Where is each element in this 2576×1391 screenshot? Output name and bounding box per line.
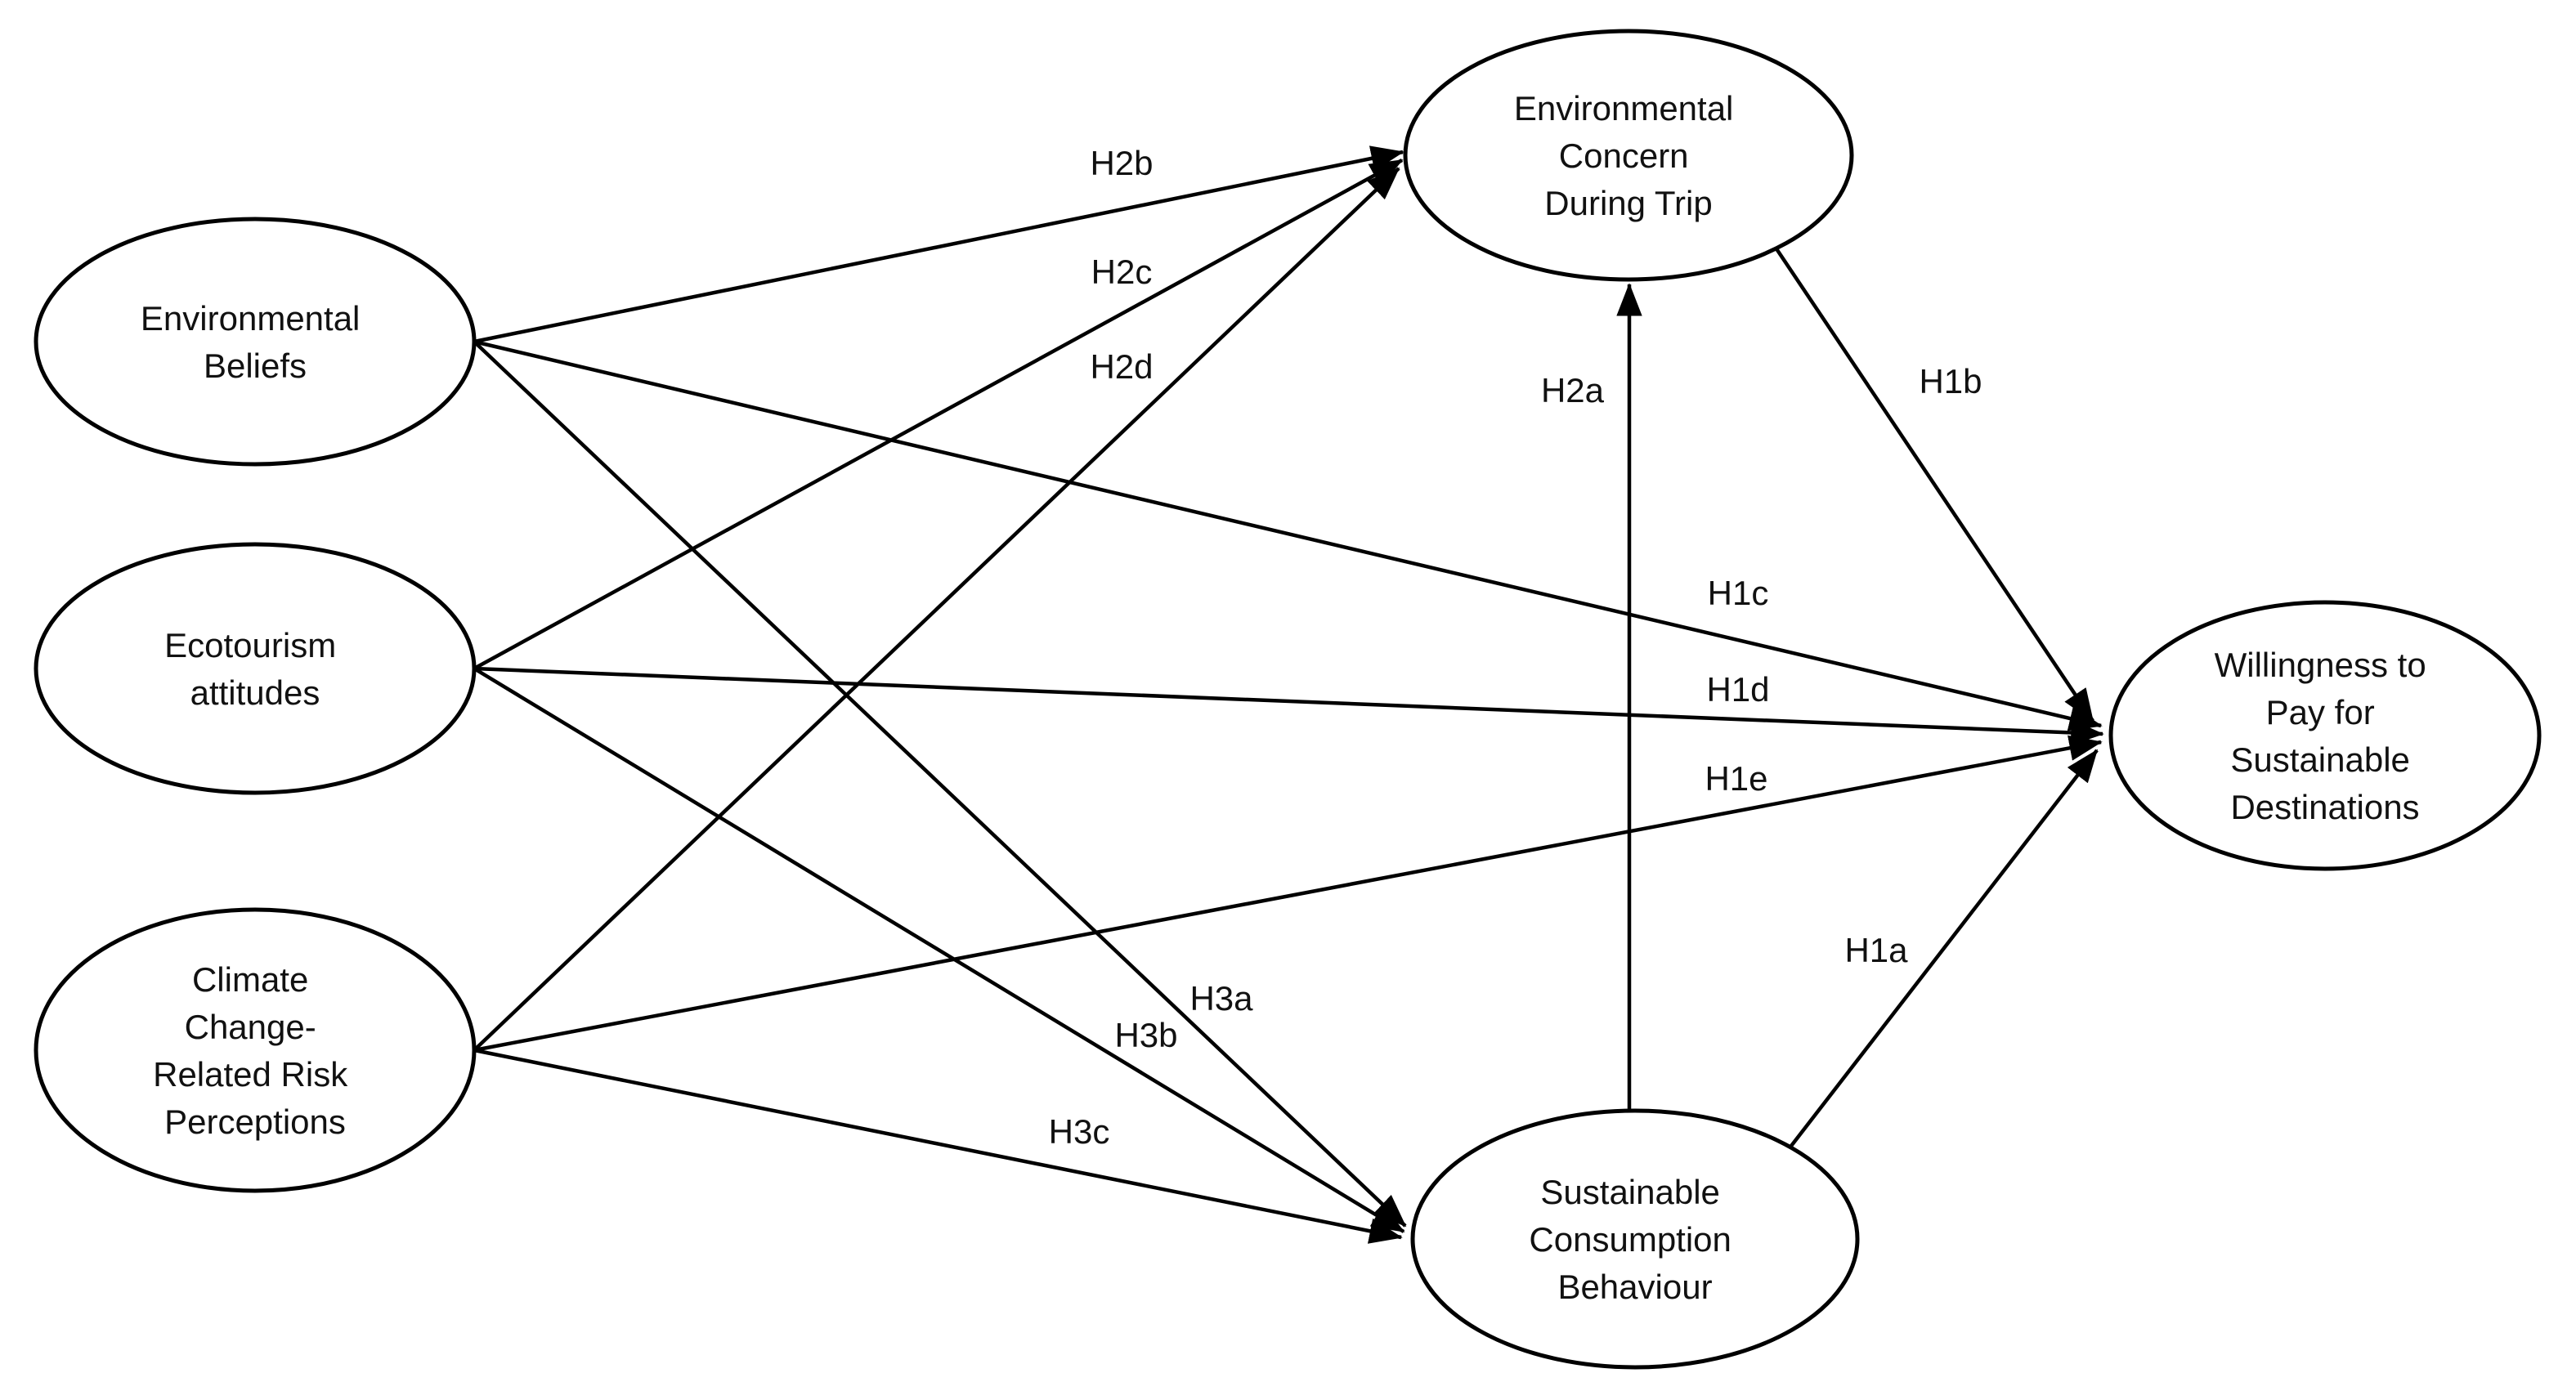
willingness-to-pay-ellipse bbox=[2108, 600, 2542, 871]
node-label-line: Environmental bbox=[141, 299, 360, 338]
edge-h2b-arrow bbox=[473, 145, 1404, 344]
willingness-to-pay-label: Willingness to Pay for Sustainable Desti… bbox=[2215, 646, 2436, 826]
sustainable-consumption-ellipse bbox=[1410, 1108, 1860, 1370]
ecotourism-attitudes-label: Ecotourism attitudes bbox=[164, 626, 346, 712]
environmental-concern-label: Environmental Concern During Trip bbox=[1514, 89, 1743, 222]
node-label-line: Concern bbox=[1559, 136, 1689, 175]
ecotourism-attitudes-ellipse bbox=[34, 542, 477, 795]
node-label-line: Consumption bbox=[1529, 1220, 1731, 1259]
node-sustainable-consumption-behaviour: Sustainable Consumption Behaviour bbox=[1410, 1108, 1860, 1370]
edge-h1c-arrow bbox=[473, 339, 2103, 731]
climate-risk-ellipse bbox=[34, 907, 477, 1193]
node-label-line: Climate bbox=[192, 960, 308, 999]
edge-label-h2d: H2d bbox=[1090, 347, 1153, 386]
edge-label-h2c: H2c bbox=[1091, 253, 1153, 291]
edge-label-h1c: H1c bbox=[1708, 574, 1769, 612]
environmental-beliefs-ellipse bbox=[34, 217, 477, 467]
node-environmental-concern-during-trip: Environmental Concern During Trip bbox=[1403, 29, 1854, 282]
node-label-line: Sustainable bbox=[2230, 740, 2410, 779]
edge-h3c-arrow bbox=[473, 1048, 1403, 1244]
environmental-beliefs-label: Environmental Beliefs bbox=[141, 299, 370, 385]
environmental-concern-ellipse bbox=[1403, 29, 1854, 282]
edge-h1b-arrow bbox=[1772, 244, 2094, 722]
edge-h1d-arrow bbox=[473, 666, 2104, 746]
node-label-line: Beliefs bbox=[204, 347, 307, 385]
edge-label-h1a: H1a bbox=[1844, 931, 1908, 969]
climate-risk-label: Climate Change- Related Risk Perceptions bbox=[153, 960, 357, 1141]
node-label-line: Ecotourism bbox=[164, 626, 336, 664]
node-label-line: Sustainable bbox=[1540, 1173, 1720, 1211]
node-environmental-beliefs: Environmental Beliefs bbox=[34, 217, 477, 467]
edge-h1a-arrow bbox=[1787, 749, 2099, 1151]
node-label-line: Destinations bbox=[2230, 788, 2419, 826]
edge-label-h3b: H3b bbox=[1114, 1016, 1177, 1054]
edge-label-h1e: H1e bbox=[1705, 759, 1767, 798]
node-label-line: Pay for bbox=[2266, 693, 2375, 731]
sustainable-consumption-label: Sustainable Consumption Behaviour bbox=[1529, 1173, 1740, 1306]
edge-h1e-arrow bbox=[473, 735, 2103, 1053]
edge-label-h1b: H1b bbox=[1919, 362, 1982, 400]
node-label-line: attitudes bbox=[190, 673, 320, 712]
edge-label-h1d: H1d bbox=[1706, 670, 1769, 709]
edge-h3b-arrow bbox=[473, 667, 1405, 1233]
node-label-line: Perceptions bbox=[164, 1103, 346, 1141]
node-ecotourism-attitudes: Ecotourism attitudes bbox=[34, 542, 477, 795]
edges-layer bbox=[473, 145, 2104, 1244]
edge-h2c-arrow bbox=[473, 159, 1404, 670]
edge-label-h3a: H3a bbox=[1189, 979, 1253, 1018]
node-climate-change-related-risk-perceptions: Climate Change- Related Risk Perceptions bbox=[34, 907, 477, 1193]
node-label-line: Environmental bbox=[1514, 89, 1733, 127]
edge-label-h2b: H2b bbox=[1090, 144, 1153, 182]
edge-label-h2a: H2a bbox=[1541, 371, 1605, 409]
edge-label-h3c: H3c bbox=[1049, 1112, 1110, 1151]
edge-labels-layer: H2b H2c H2d H2a H1b H1c H1d H1e H3a H3b … bbox=[1049, 144, 1982, 1151]
node-label-line: Behaviour bbox=[1557, 1268, 1712, 1306]
node-label-line: Change- bbox=[185, 1008, 316, 1046]
edge-h3a-arrow bbox=[473, 340, 1407, 1228]
node-label-line: Related Risk bbox=[153, 1055, 348, 1094]
node-label-line: During Trip bbox=[1544, 184, 1712, 222]
node-label-line: Willingness to bbox=[2215, 646, 2426, 684]
edge-h2d-arrow bbox=[473, 167, 1400, 1052]
node-willingness-to-pay-for-sustainable-destinations: Willingness to Pay for Sustainable Desti… bbox=[2108, 600, 2542, 871]
